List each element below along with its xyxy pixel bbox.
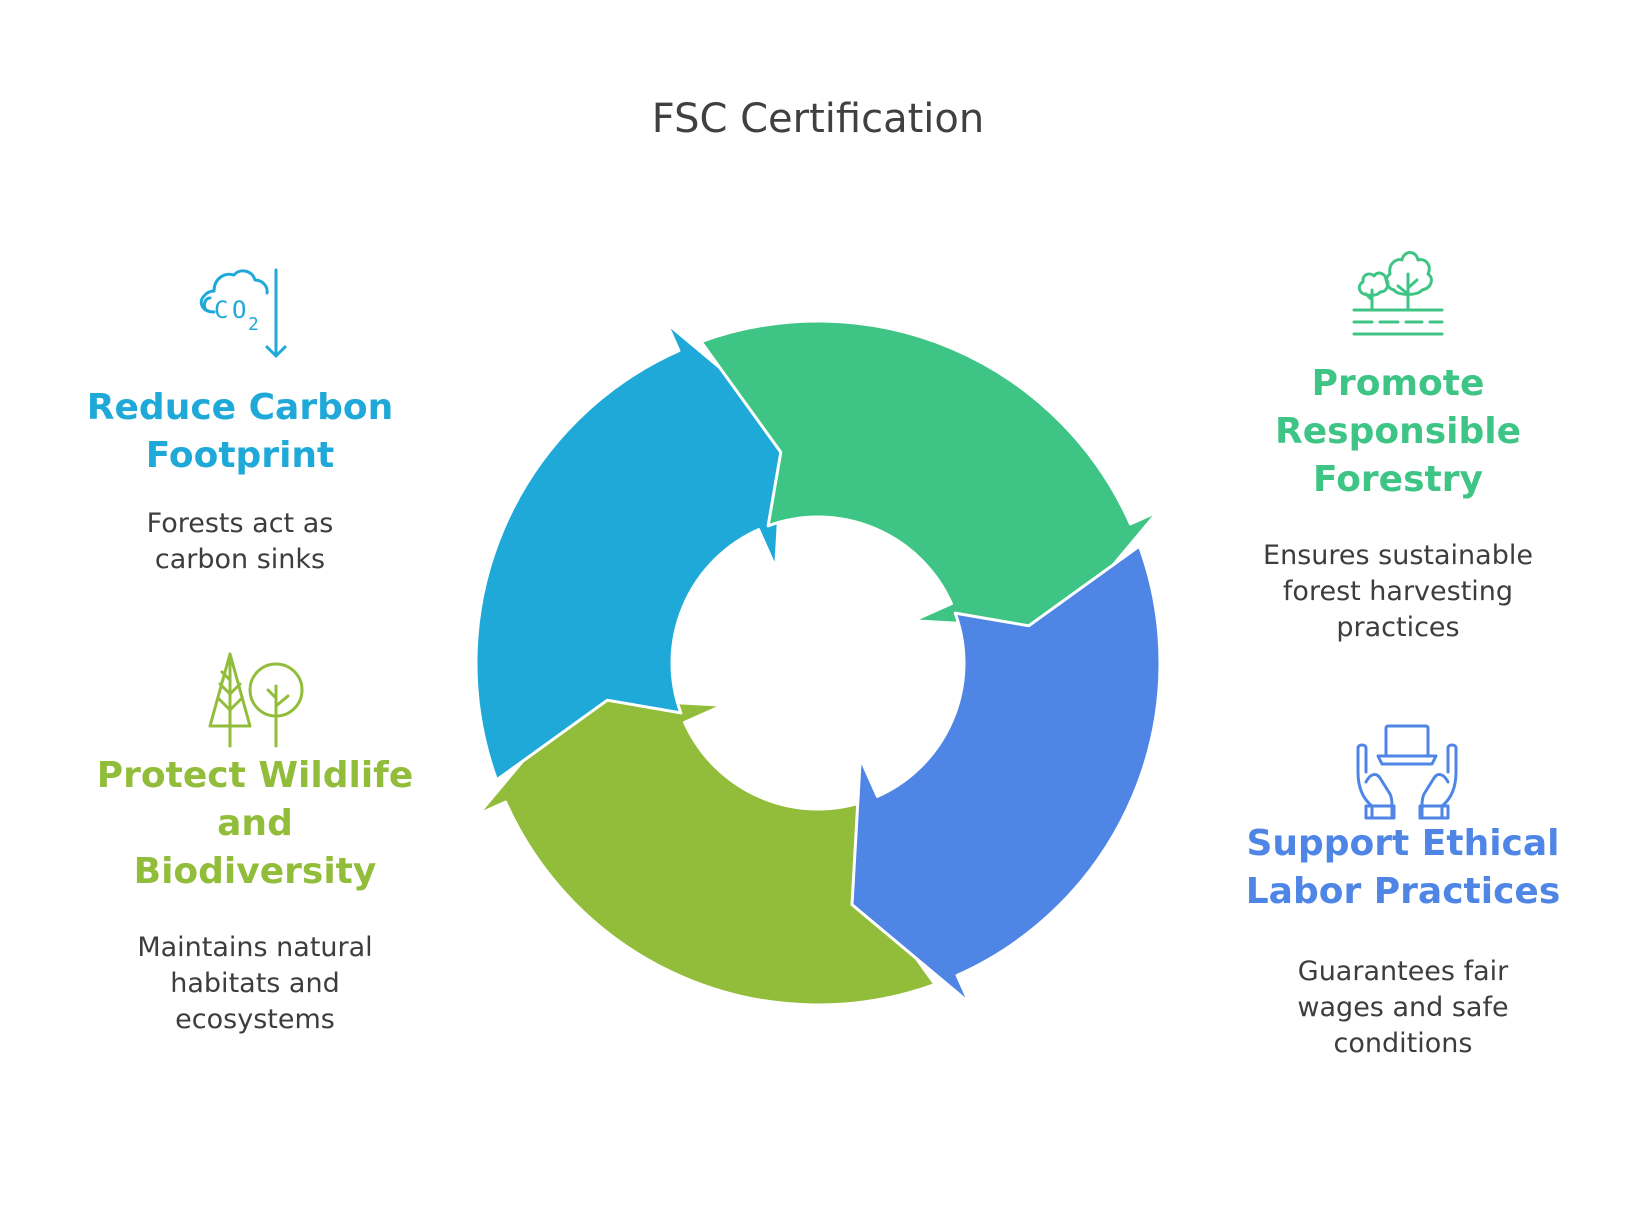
- hands-laptop-icon: [1356, 722, 1458, 822]
- trees-icon: [206, 650, 304, 748]
- heading-reduce-carbon: Reduce Carbon Footprint: [76, 384, 404, 480]
- desc-line: carbon sinks: [154, 544, 326, 575]
- arrow-reduce-carbon: [474, 321, 786, 782]
- heading-line: Forestry: [1313, 459, 1483, 500]
- desc-protect-wildlife: Maintains natural habitats and ecosystem…: [100, 930, 410, 1038]
- forest-trees-icon: [1350, 244, 1446, 340]
- arrow-promote-forestry: [699, 319, 1160, 631]
- desc-line: conditions: [1333, 1028, 1473, 1059]
- desc-line: practices: [1336, 612, 1460, 643]
- svg-text:O: O: [232, 296, 246, 324]
- heading-line: Support Ethical: [1246, 823, 1560, 864]
- heading-protect-wildlife: Protect Wildlife and Biodiversity: [90, 752, 420, 896]
- heading-line: Labor Practices: [1245, 871, 1561, 912]
- svg-text:2: 2: [248, 314, 259, 335]
- heading-line: Protect Wildlife: [96, 755, 414, 796]
- desc-support-labor: Guarantees fair wages and safe condition…: [1243, 954, 1563, 1062]
- heading-line: Responsible: [1275, 411, 1521, 452]
- desc-line: Forests act as: [146, 508, 334, 539]
- arrow-protect-wildlife: [476, 695, 937, 1007]
- desc-line: ecosystems: [175, 1004, 335, 1035]
- diagram-title: FSC Certification: [651, 96, 985, 142]
- desc-line: forest harvesting: [1282, 576, 1514, 607]
- desc-line: Guarantees fair: [1297, 956, 1509, 987]
- desc-line: wages and safe: [1297, 992, 1509, 1023]
- desc-promote-forestry: Ensures sustainable forest harvesting pr…: [1228, 538, 1568, 646]
- heading-line: and: [217, 803, 293, 844]
- desc-line: habitats and: [170, 968, 340, 999]
- heading-line: Reduce Carbon: [86, 387, 394, 428]
- heading-line: Promote: [1311, 363, 1485, 404]
- heading-line: Biodiversity: [133, 851, 377, 892]
- desc-line: Ensures sustainable: [1263, 540, 1533, 571]
- co2-reduction-icon: C O 2: [196, 266, 290, 360]
- heading-support-labor: Support Ethical Labor Practices: [1224, 820, 1582, 916]
- arrow-support-labor: [850, 544, 1162, 1005]
- desc-line: Maintains natural: [137, 932, 373, 963]
- desc-reduce-carbon: Forests act as carbon sinks: [96, 506, 384, 578]
- heading-promote-forestry: Promote Responsible Forestry: [1238, 360, 1558, 504]
- svg-text:C: C: [214, 296, 228, 324]
- heading-line: Footprint: [145, 435, 335, 476]
